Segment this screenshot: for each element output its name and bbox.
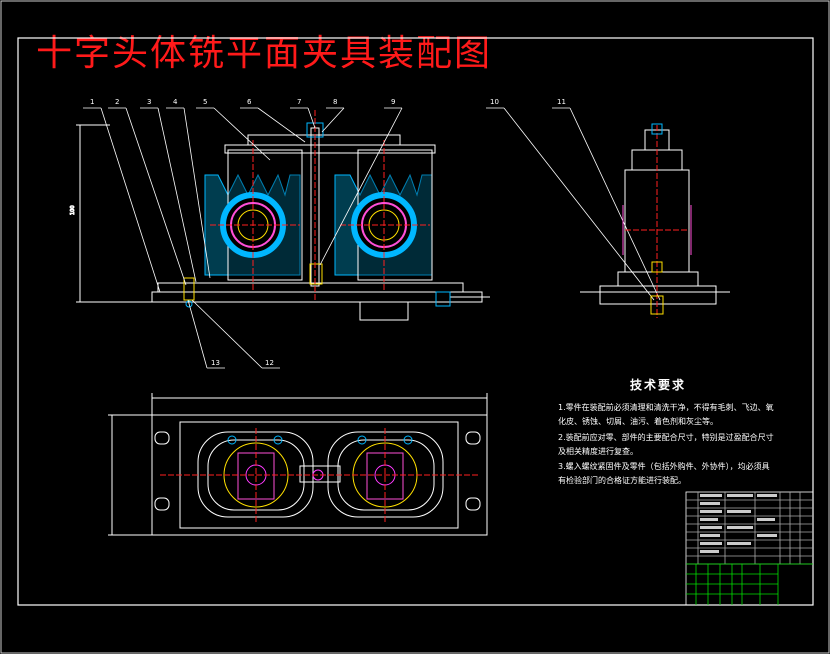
- balloon-11: 11: [557, 98, 566, 106]
- balloon-2: 2: [115, 98, 119, 106]
- balloon-8: 8: [333, 98, 337, 106]
- balloon-9: 9: [391, 98, 395, 106]
- locating-key: [359, 301, 409, 321]
- balloon-labels: 1 2 3 4 5 6 7 8 9 10 11 13 12: [90, 98, 566, 367]
- tech-note-line: 有检验部门的合格证方能进行装配。: [558, 476, 686, 485]
- balloon-12: 12: [265, 359, 274, 367]
- balloon-13: 13: [211, 359, 220, 367]
- balloon-10: 10: [490, 98, 499, 106]
- balloon-6: 6: [247, 98, 252, 106]
- nut-bottom: [309, 263, 323, 285]
- clamp-bar: [224, 144, 436, 154]
- balloon-7: 7: [297, 98, 301, 106]
- tech-note-line: 3.螺入螺纹紧固件及零件（包括外购件、外协件），均必须具: [558, 462, 770, 471]
- base-plate: [151, 291, 483, 303]
- tech-requirements-heading: 技术要求: [630, 378, 687, 392]
- balloon-1: 1: [90, 98, 94, 106]
- balloon-5: 5: [203, 98, 207, 106]
- tech-note-line: 化皮、锈蚀、切屑、油污、着色剂和灰尘等。: [558, 417, 718, 426]
- front-view: 100: [70, 107, 661, 369]
- title-block: [685, 491, 814, 606]
- balloon-4: 4: [173, 98, 178, 106]
- svg-text:100: 100: [70, 205, 76, 215]
- tech-note-line: 1.零件在装配前必须清理和清洗干净，不得有毛刺、飞边、氧: [558, 403, 774, 412]
- drawing-frame: [17, 37, 814, 606]
- tech-note-line: 2.装配前应对零、部件的主要配合尺寸，特别是过盈配合尺寸: [558, 433, 774, 442]
- tech-note-line: 及相关精度进行复查。: [558, 447, 638, 456]
- drawing-title: 十字头体铣平面夹具装配图: [36, 33, 493, 74]
- side-view: [580, 123, 730, 318]
- top-view: [108, 393, 488, 536]
- balloon-3: 3: [147, 98, 151, 106]
- top-base-plate: [151, 414, 488, 536]
